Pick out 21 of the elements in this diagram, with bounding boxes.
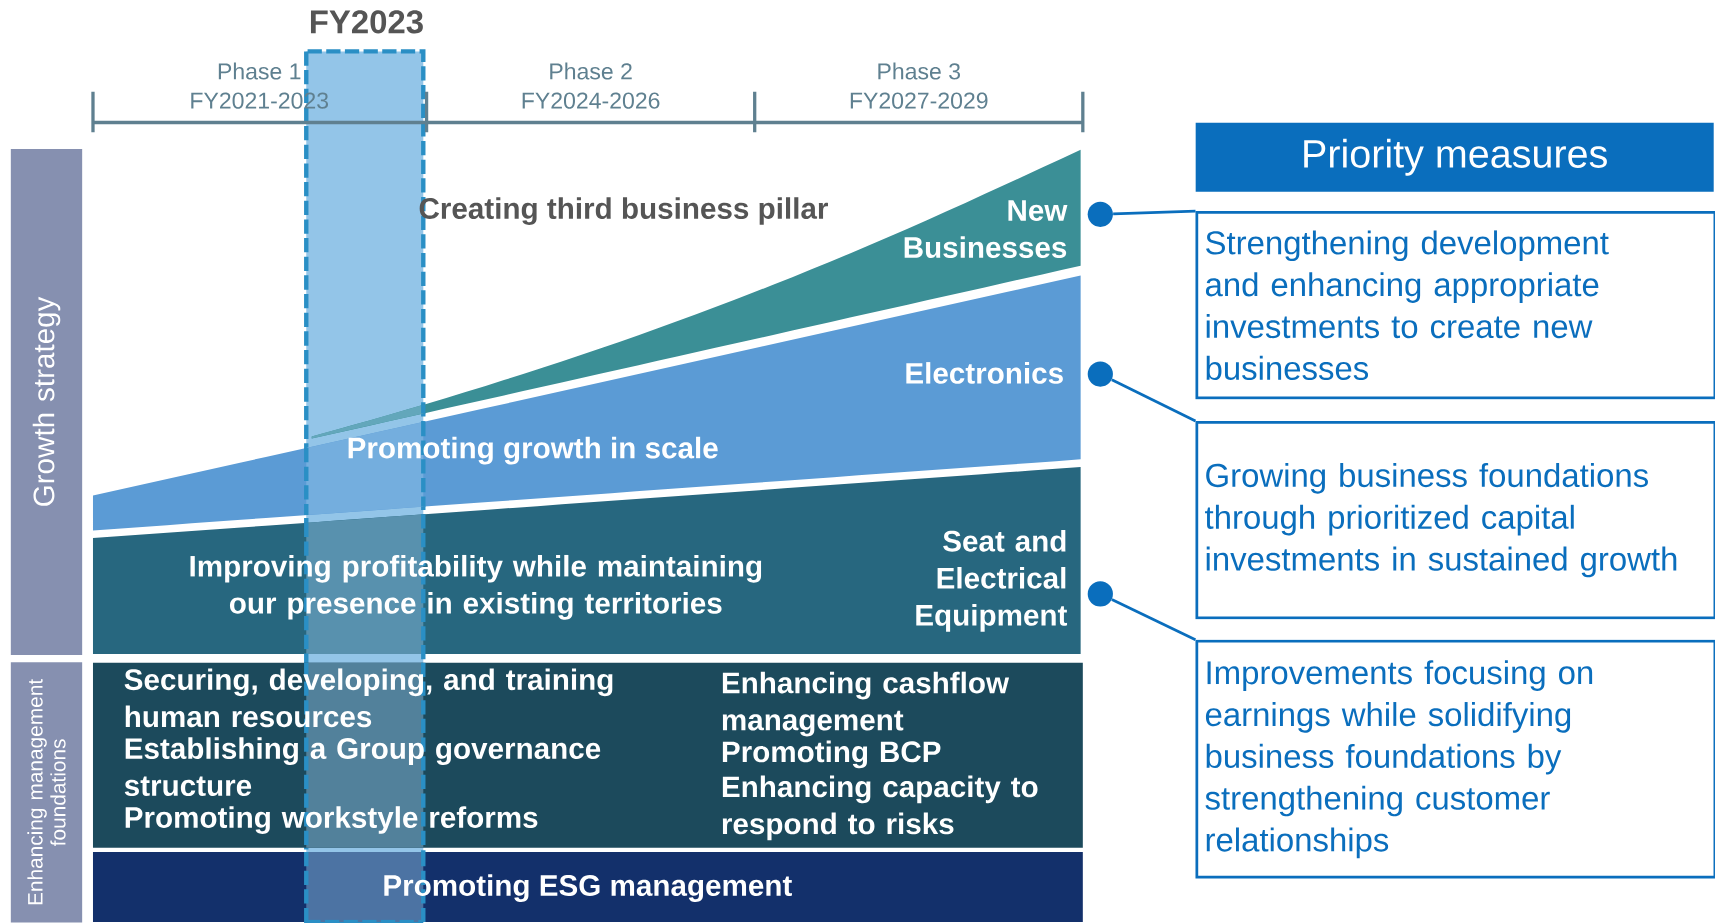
phase-label: Phase 1 [218,62,301,80]
phase-label: Phase 2 [550,62,632,80]
growth-wedge: Improving profitability while maintaining our presence in existing territories Seat and Electrical Equipment [93,467,1081,657]
foundation-box: Securing, developing, and training human resources Establishing a Group governance structure Promoting workstyle reforms Enhancing cashflow management Promoting BCP Enhancing capacity to respond to risks [93,660,1083,850]
header-banner: Priority measures [1195,122,1714,192]
side-band: Growth strategy [10,148,83,655]
phase-label: Phase 3 [878,62,960,80]
side-band: Enhancing management foundations [10,662,83,923]
column-heading: FY2023 [310,10,423,34]
year-range: FY2024-2026 [522,92,660,109]
marker-dot [1087,201,1113,227]
marker-dot [1087,361,1113,387]
leader-line [1111,378,1197,423]
leader-line [1113,209,1196,216]
measure-box: Strengthening development and enhancing appropriate investments to create new businesses [1195,211,1715,400]
foundation-box: Promoting ESG management [93,849,1083,923]
marker-dot [1087,581,1113,607]
leader-line [1111,598,1197,642]
measure-box: Improvements focusing on earnings while solidifying business foundations by strengthening customer relationships [1195,639,1715,879]
year-range: FY2027-2029 [850,92,988,109]
measure-box: Growing business foundations through prioritized capital investments in sustained growth [1195,421,1715,620]
